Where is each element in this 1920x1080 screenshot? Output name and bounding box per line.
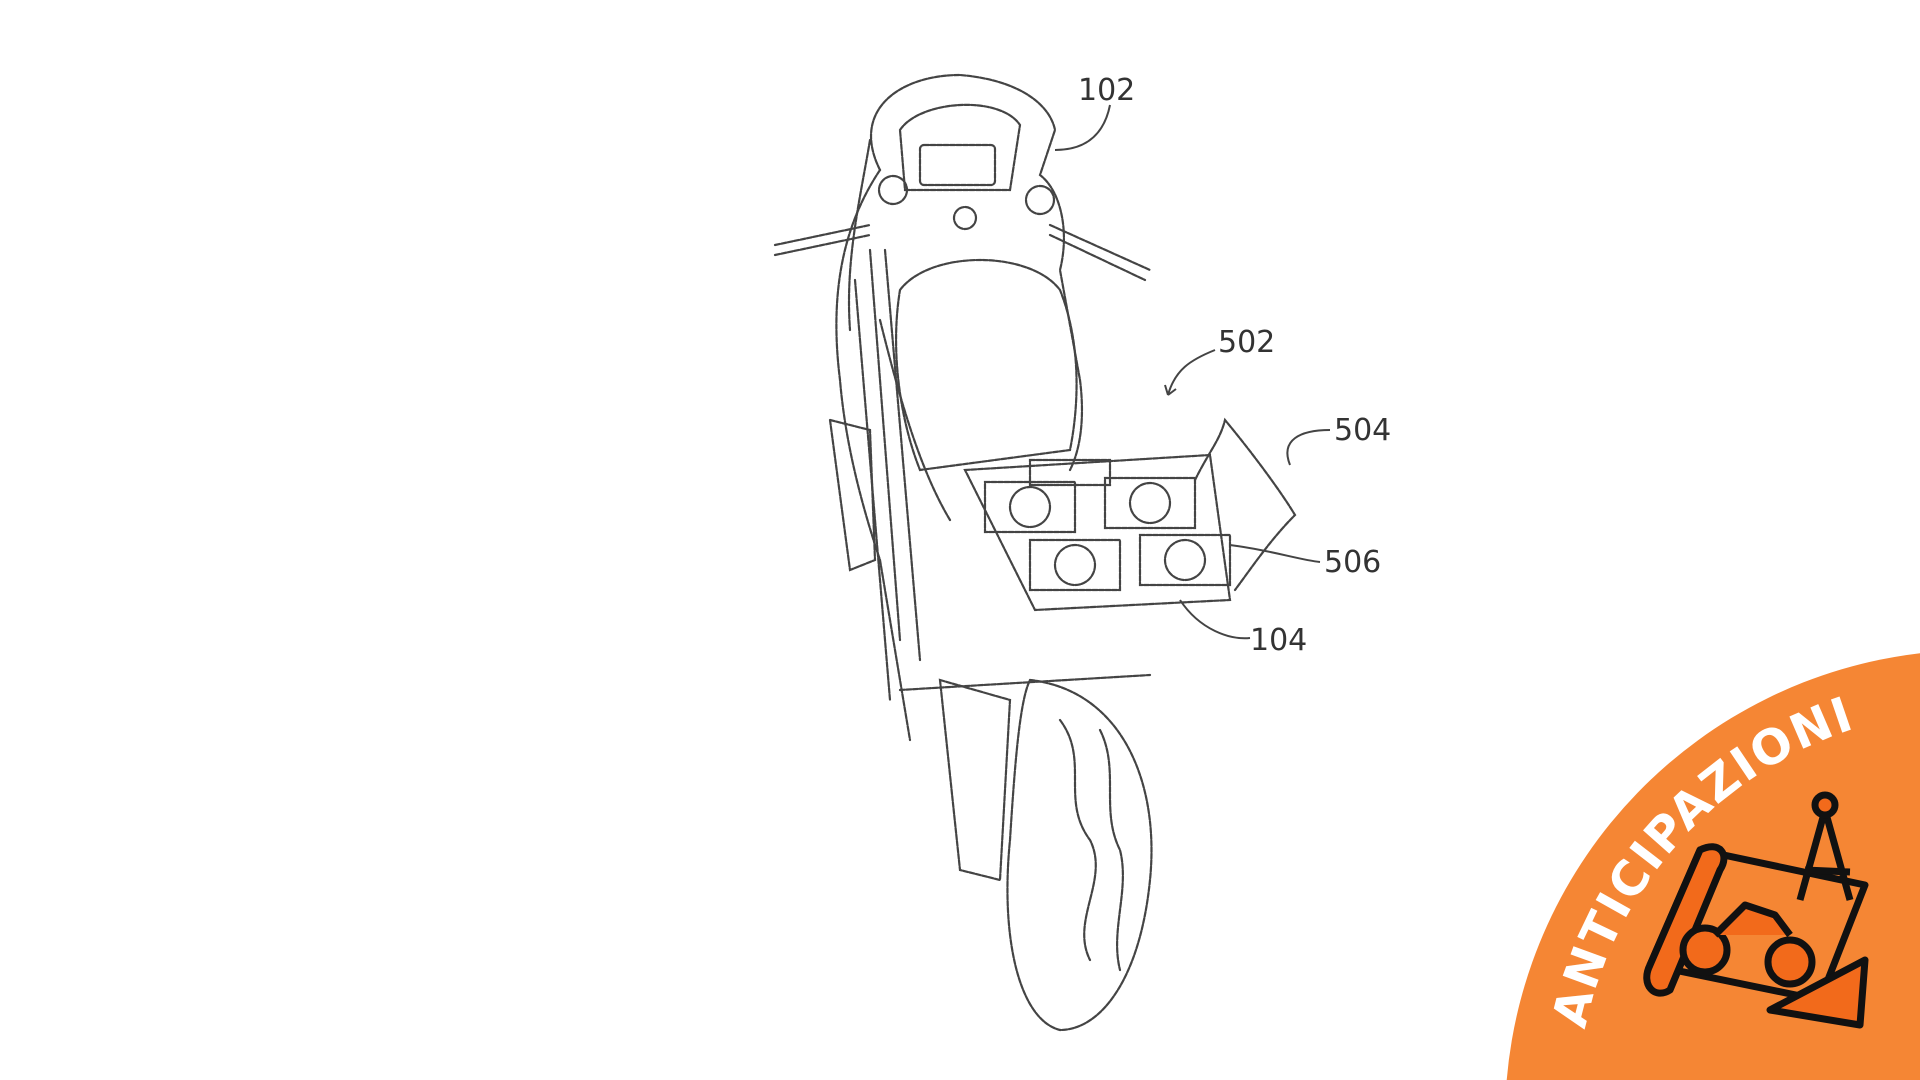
blueprint-motorcycle-compass-icon bbox=[1643, 791, 1869, 1029]
ref-label-102: 102 bbox=[1078, 73, 1135, 108]
fan-units bbox=[983, 476, 1232, 592]
anticipazioni-badge: ANTICIPAZIONI bbox=[1506, 653, 1920, 1080]
ref-label-104: 104 bbox=[1250, 623, 1307, 658]
motorcycle-drawing bbox=[773, 73, 1297, 1032]
ref-label-504: 504 bbox=[1334, 413, 1391, 448]
ref-label-502: 502 bbox=[1218, 325, 1275, 360]
ref-label-506: 506 bbox=[1324, 545, 1381, 580]
